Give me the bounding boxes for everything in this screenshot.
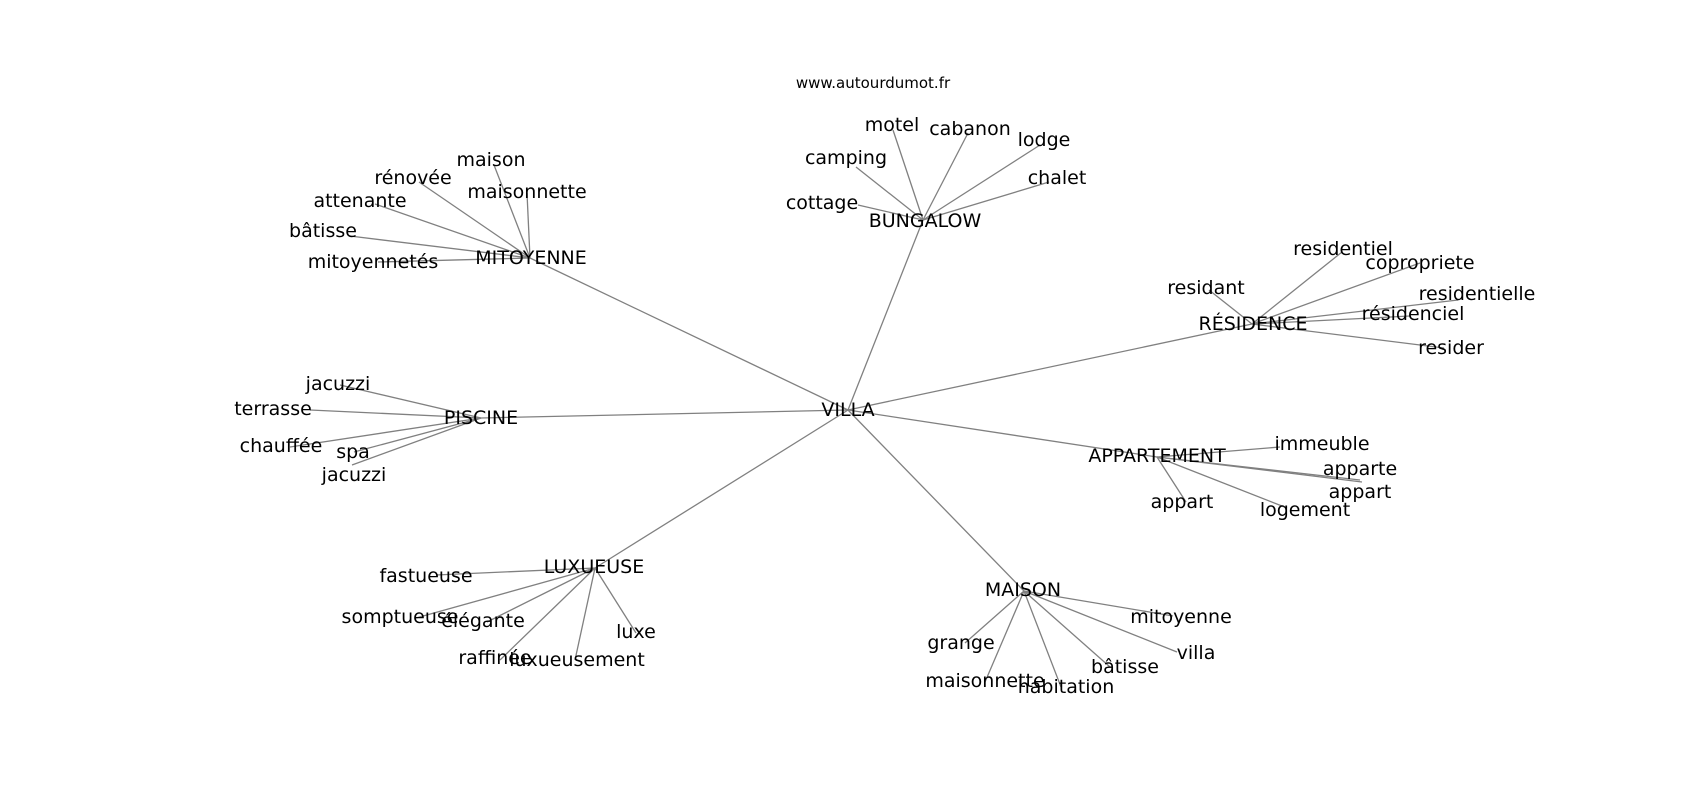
node-leaf-mitoyenne-0: maison [457,149,526,171]
edge-villa-luxueuse [594,409,849,569]
edge-bungalow-leaf-4 [922,181,1050,221]
edge-maison-leaf-3 [1023,590,1111,668]
node-leaf-mitoyenne-4: bâtisse [289,220,357,242]
graph-labels: VILLA BUNGALOW motel cabanon lodge camping cha… [234,114,1535,698]
node-leaf-mitoyenne-5: mitoyennetés [308,251,439,273]
node-leaf-bungalow-5: cottage [786,192,858,214]
node-leaf-maison-1: grange [927,632,994,654]
edge-luxueuse-leaf-5 [574,567,596,661]
site-credit: www.autourdumot.fr [796,74,951,92]
edge-luxueuse-leaf-4 [499,567,596,661]
edge-residence-leaf-2 [1208,289,1253,325]
edge-maison-leaf-5 [1023,590,1062,688]
node-leaf-maison-0: mitoyenne [1130,606,1232,628]
edge-mitoyenne-leaf-5 [377,257,531,263]
edge-residence-leaf-3 [1251,299,1459,325]
edge-villa-piscine [480,409,849,419]
node-leaf-luxueuse-0: fastueuse [379,565,472,587]
node-hub-maison: MAISON [985,579,1061,601]
edge-appartement-leaf-3 [1156,456,1187,503]
node-leaf-bungalow-2: lodge [1018,129,1071,151]
node-hub-bungalow: BUNGALOW [869,210,982,232]
node-hub-mitoyenne: MITOYENNE [475,247,587,269]
graph-edges [289,129,1459,688]
node-hub-appartement: APPARTEMENT [1088,445,1226,467]
edge-residence-leaf-1 [1251,262,1421,325]
edge-mitoyenne-leaf-1 [418,181,531,259]
node-leaf-mitoyenne-2: maisonnette [467,181,586,203]
edge-villa-residence [847,323,1253,411]
node-leaf-residence-0: residentiel [1293,238,1393,260]
node-leaf-piscine-1: terrasse [234,398,312,420]
edge-maison-leaf-0 [1023,590,1174,617]
node-center-villa: VILLA [821,399,874,421]
edge-maison-leaf-4 [984,590,1025,683]
edge-luxueuse-leaf-1 [415,567,596,619]
node-leaf-residence-2: residant [1167,277,1244,299]
node-leaf-bungalow-4: chalet [1028,167,1087,189]
node-leaf-luxueuse-4: raffinée [458,647,531,669]
edge-villa-maison [847,409,1025,592]
node-leaf-luxueuse-3: luxe [616,621,656,643]
node-leaf-appartement-3: appart [1151,491,1214,513]
edge-residence-leaf-5 [1251,323,1445,349]
edge-luxueuse-leaf-0 [435,567,596,576]
edge-mitoyenne-leaf-0 [493,164,531,259]
edge-piscine-leaf-2 [289,417,482,448]
node-leaf-maison-2: villa [1177,642,1216,664]
node-leaf-bungalow-3: camping [805,147,887,169]
node-leaf-mitoyenne-1: rénovée [374,167,451,189]
edge-mitoyenne-leaf-2 [526,192,531,259]
node-hub-residence: RÉSIDENCE [1199,312,1308,335]
node-leaf-maison-4: maisonnette [925,670,1044,692]
edge-residence-leaf-4 [1251,315,1411,325]
edge-maison-leaf-1 [964,590,1025,644]
node-leaf-maison-5: habitation [1018,676,1115,698]
node-leaf-piscine-0: jacuzzi [305,373,371,395]
node-leaf-luxueuse-1: somptueuse [342,606,459,628]
edge-piscine-leaf-0 [339,384,482,419]
node-leaf-appartement-4: logement [1260,499,1350,521]
node-hub-luxueuse: LUXUEUSE [544,556,644,578]
edge-luxueuse-leaf-3 [594,567,637,634]
edge-bungalow-leaf-5 [857,204,924,221]
node-leaf-maison-3: bâtisse [1091,656,1159,678]
node-leaf-mitoyenne-3: attenante [313,190,406,212]
node-leaf-residence-5: resider [1418,337,1484,359]
node-leaf-bungalow-0: motel [865,114,920,136]
edge-luxueuse-leaf-2 [486,567,596,623]
edge-bungalow-leaf-3 [855,166,924,221]
edge-villa-appartement [847,409,1158,458]
node-leaf-residence-3: residentielle [1419,283,1536,305]
node-leaf-luxueuse-2: élégante [441,610,525,632]
edge-appartement-leaf-2 [1156,456,1363,483]
node-leaf-appartement-1: apparte [1323,458,1397,480]
edge-appartement-leaf-0 [1156,446,1281,458]
node-leaf-residence-1: copropriete [1365,252,1474,274]
edge-piscine-leaf-3 [353,417,482,453]
node-leaf-piscine-4: jacuzzi [321,464,387,486]
edge-bungalow-leaf-0 [892,129,924,221]
node-leaf-piscine-3: spa [336,441,370,463]
edge-residence-leaf-0 [1251,251,1343,325]
node-leaf-residence-4: résidenciel [1362,303,1465,325]
edge-villa-bungalow [847,219,924,411]
edge-maison-leaf-2 [1023,590,1178,653]
edge-mitoyenne-leaf-3 [374,203,531,259]
node-leaf-piscine-2: chauffée [240,435,323,457]
node-leaf-appartement-0: immeuble [1274,433,1369,455]
edge-piscine-leaf-1 [309,409,482,419]
edge-mitoyenne-leaf-4 [349,235,531,259]
edge-bungalow-leaf-2 [922,144,1041,221]
edge-piscine-leaf-4 [351,417,482,466]
node-hub-piscine: PISCINE [444,407,518,429]
node-leaf-appartement-2: appart [1329,481,1392,503]
node-leaf-bungalow-1: cabanon [929,118,1011,140]
node-leaf-luxueuse-5: luxueusement [509,649,645,671]
edge-appartement-leaf-4 [1156,456,1288,509]
edge-bungalow-leaf-1 [922,132,969,221]
edge-villa-mitoyenne [529,257,849,411]
